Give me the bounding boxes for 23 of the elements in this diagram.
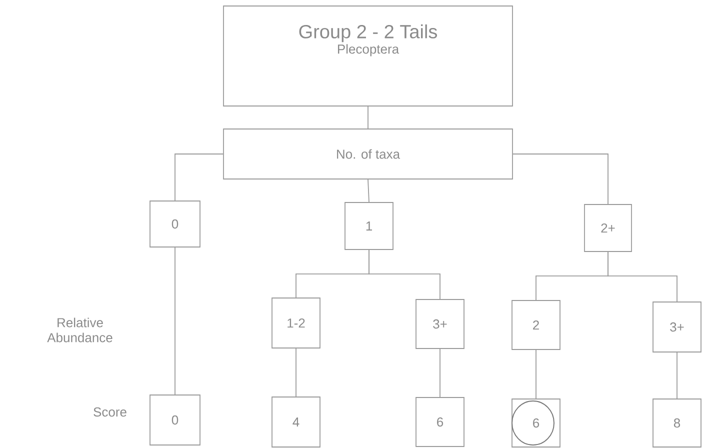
value-box: 1 — [344, 202, 394, 250]
value-box: 2+ — [584, 204, 632, 252]
connector-line — [368, 250, 440, 300]
connector-line — [368, 179, 370, 202]
value-box: 6 — [416, 397, 464, 447]
connector-line — [676, 352, 678, 399]
connector-line — [174, 247, 176, 395]
value-box: 2 — [512, 300, 560, 350]
title-box: Group 2 - 2 Tails Plecoptera — [223, 6, 513, 106]
value-box: 0 — [150, 394, 200, 446]
value-box: 3+ — [416, 299, 464, 349]
header-box: No. of taxa — [223, 128, 513, 180]
row-label: Relative Abundance — [47, 318, 112, 342]
value-box: 3+ — [652, 302, 702, 352]
row-label: Score — [94, 407, 126, 417]
connector-line — [512, 154, 608, 204]
value-box: 4 — [272, 396, 320, 448]
value-box: 1-2 — [272, 298, 320, 348]
value-box: 0 — [150, 200, 200, 248]
value-box: 8 — [652, 398, 702, 448]
connector-line — [608, 252, 678, 302]
connector-line — [174, 154, 224, 201]
value-box: 6 — [512, 398, 560, 448]
